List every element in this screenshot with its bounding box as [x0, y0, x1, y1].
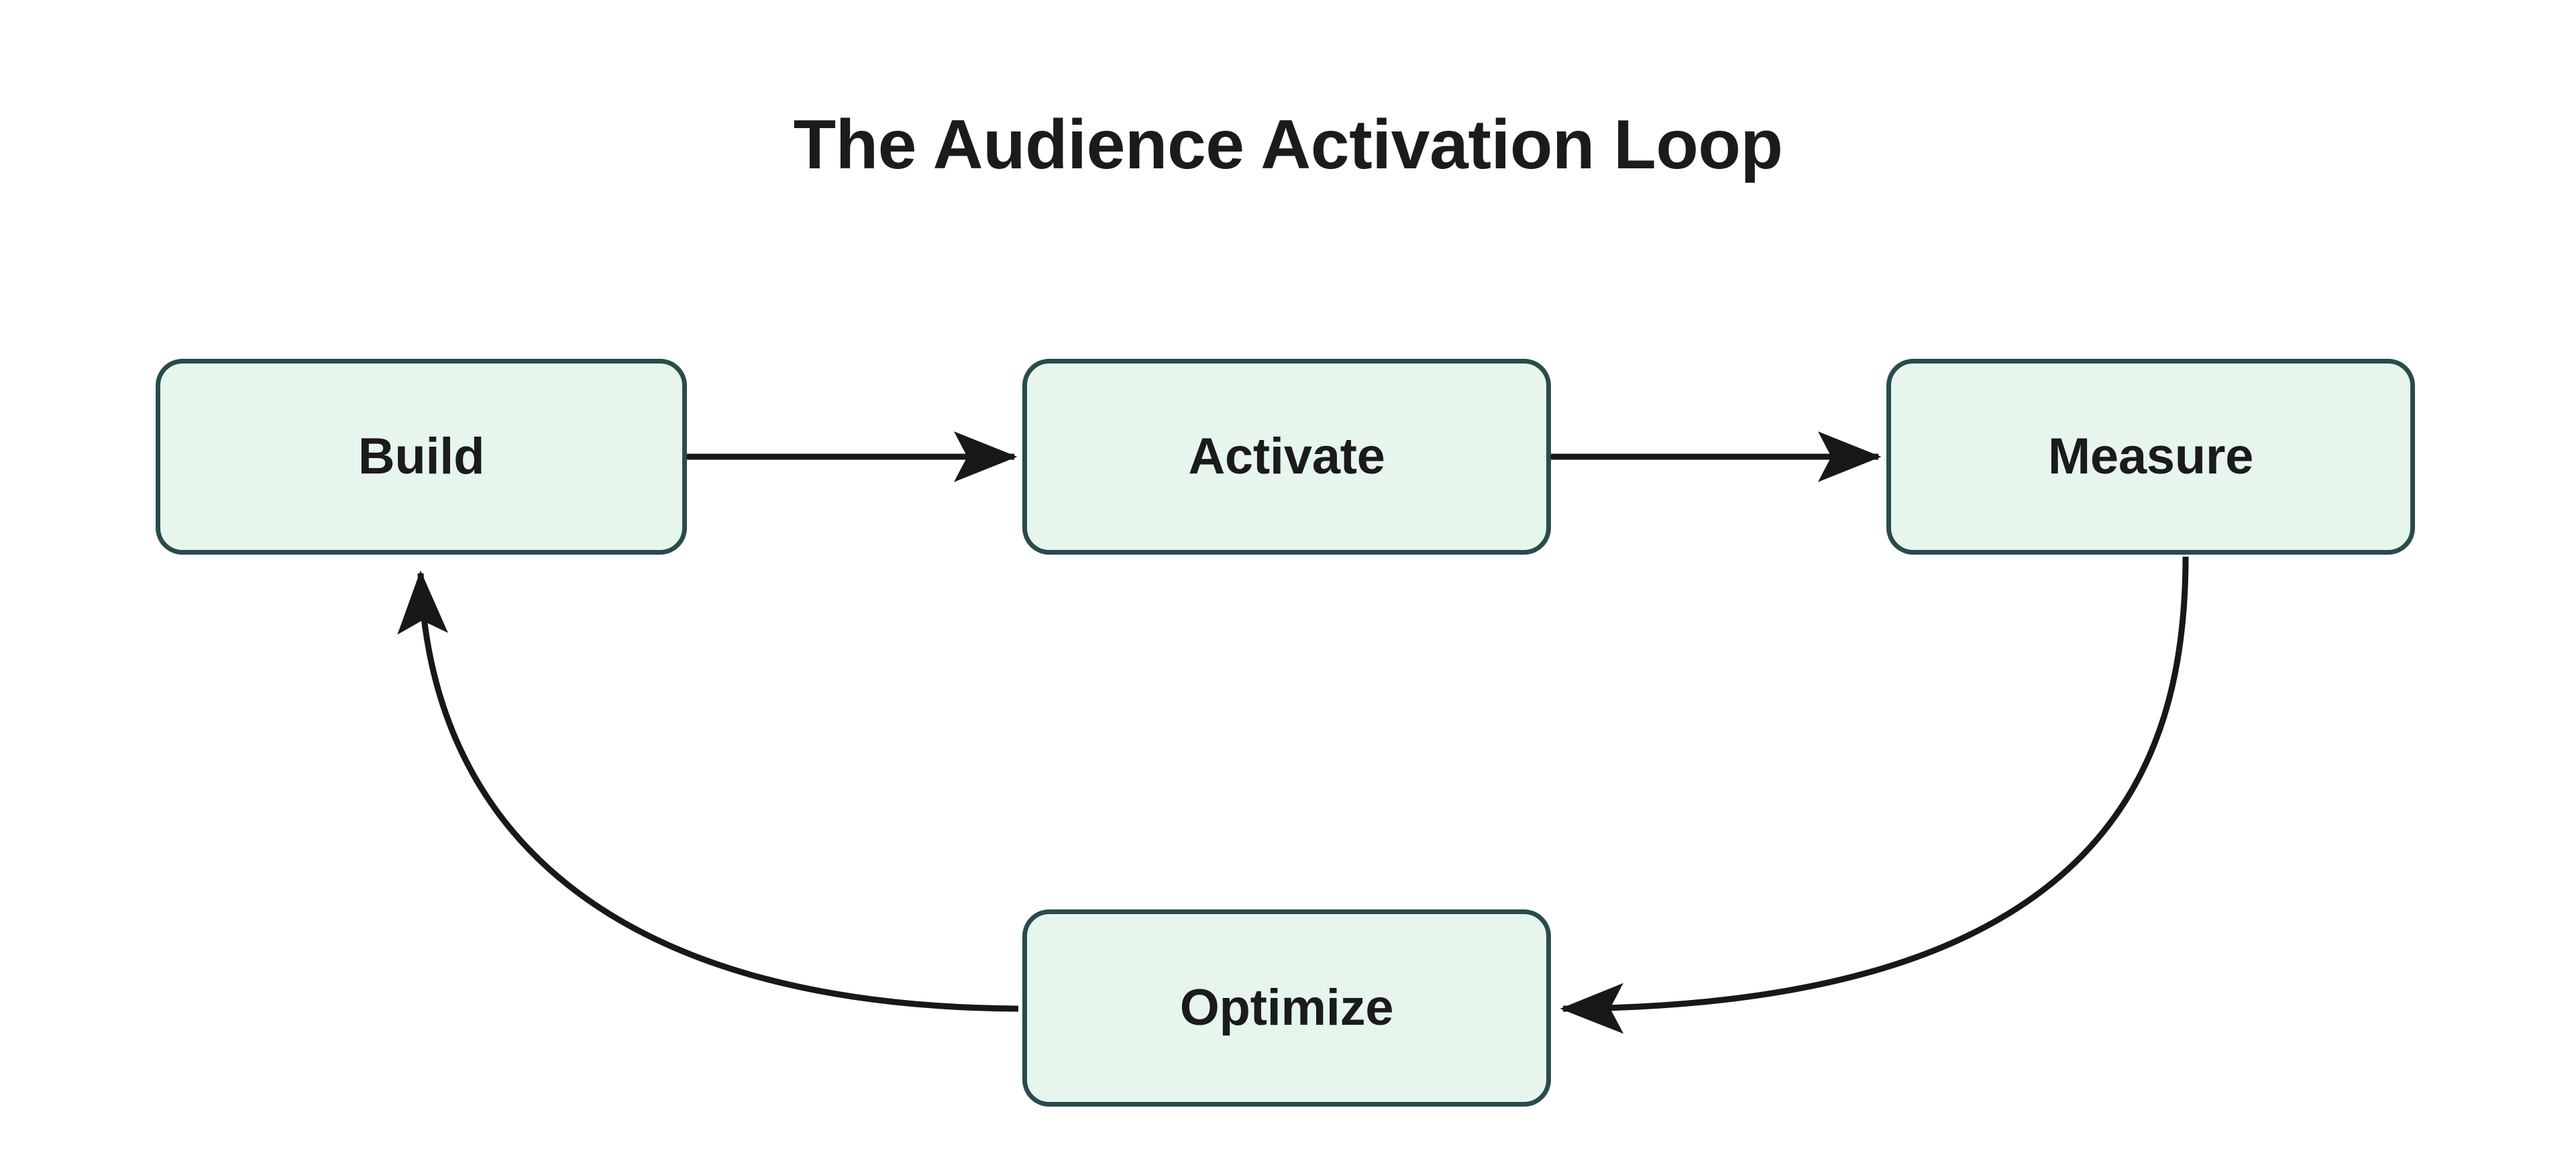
- edge-measure-to-optimize: [1560, 556, 2189, 1034]
- node-optimize[interactable]: Optimize: [1022, 909, 1551, 1107]
- node-optimize-label: Optimize: [1179, 979, 1394, 1036]
- node-build-label: Build: [358, 428, 485, 485]
- page-title: The Audience Activation Loop: [793, 106, 1783, 184]
- node-activate-label: Activate: [1188, 428, 1385, 485]
- edge-optimize-to-build: [397, 570, 1019, 1012]
- node-measure-label: Measure: [2047, 428, 2254, 485]
- node-build[interactable]: Build: [156, 359, 687, 555]
- node-activate[interactable]: Activate: [1022, 359, 1551, 555]
- node-measure[interactable]: Measure: [1886, 359, 2415, 555]
